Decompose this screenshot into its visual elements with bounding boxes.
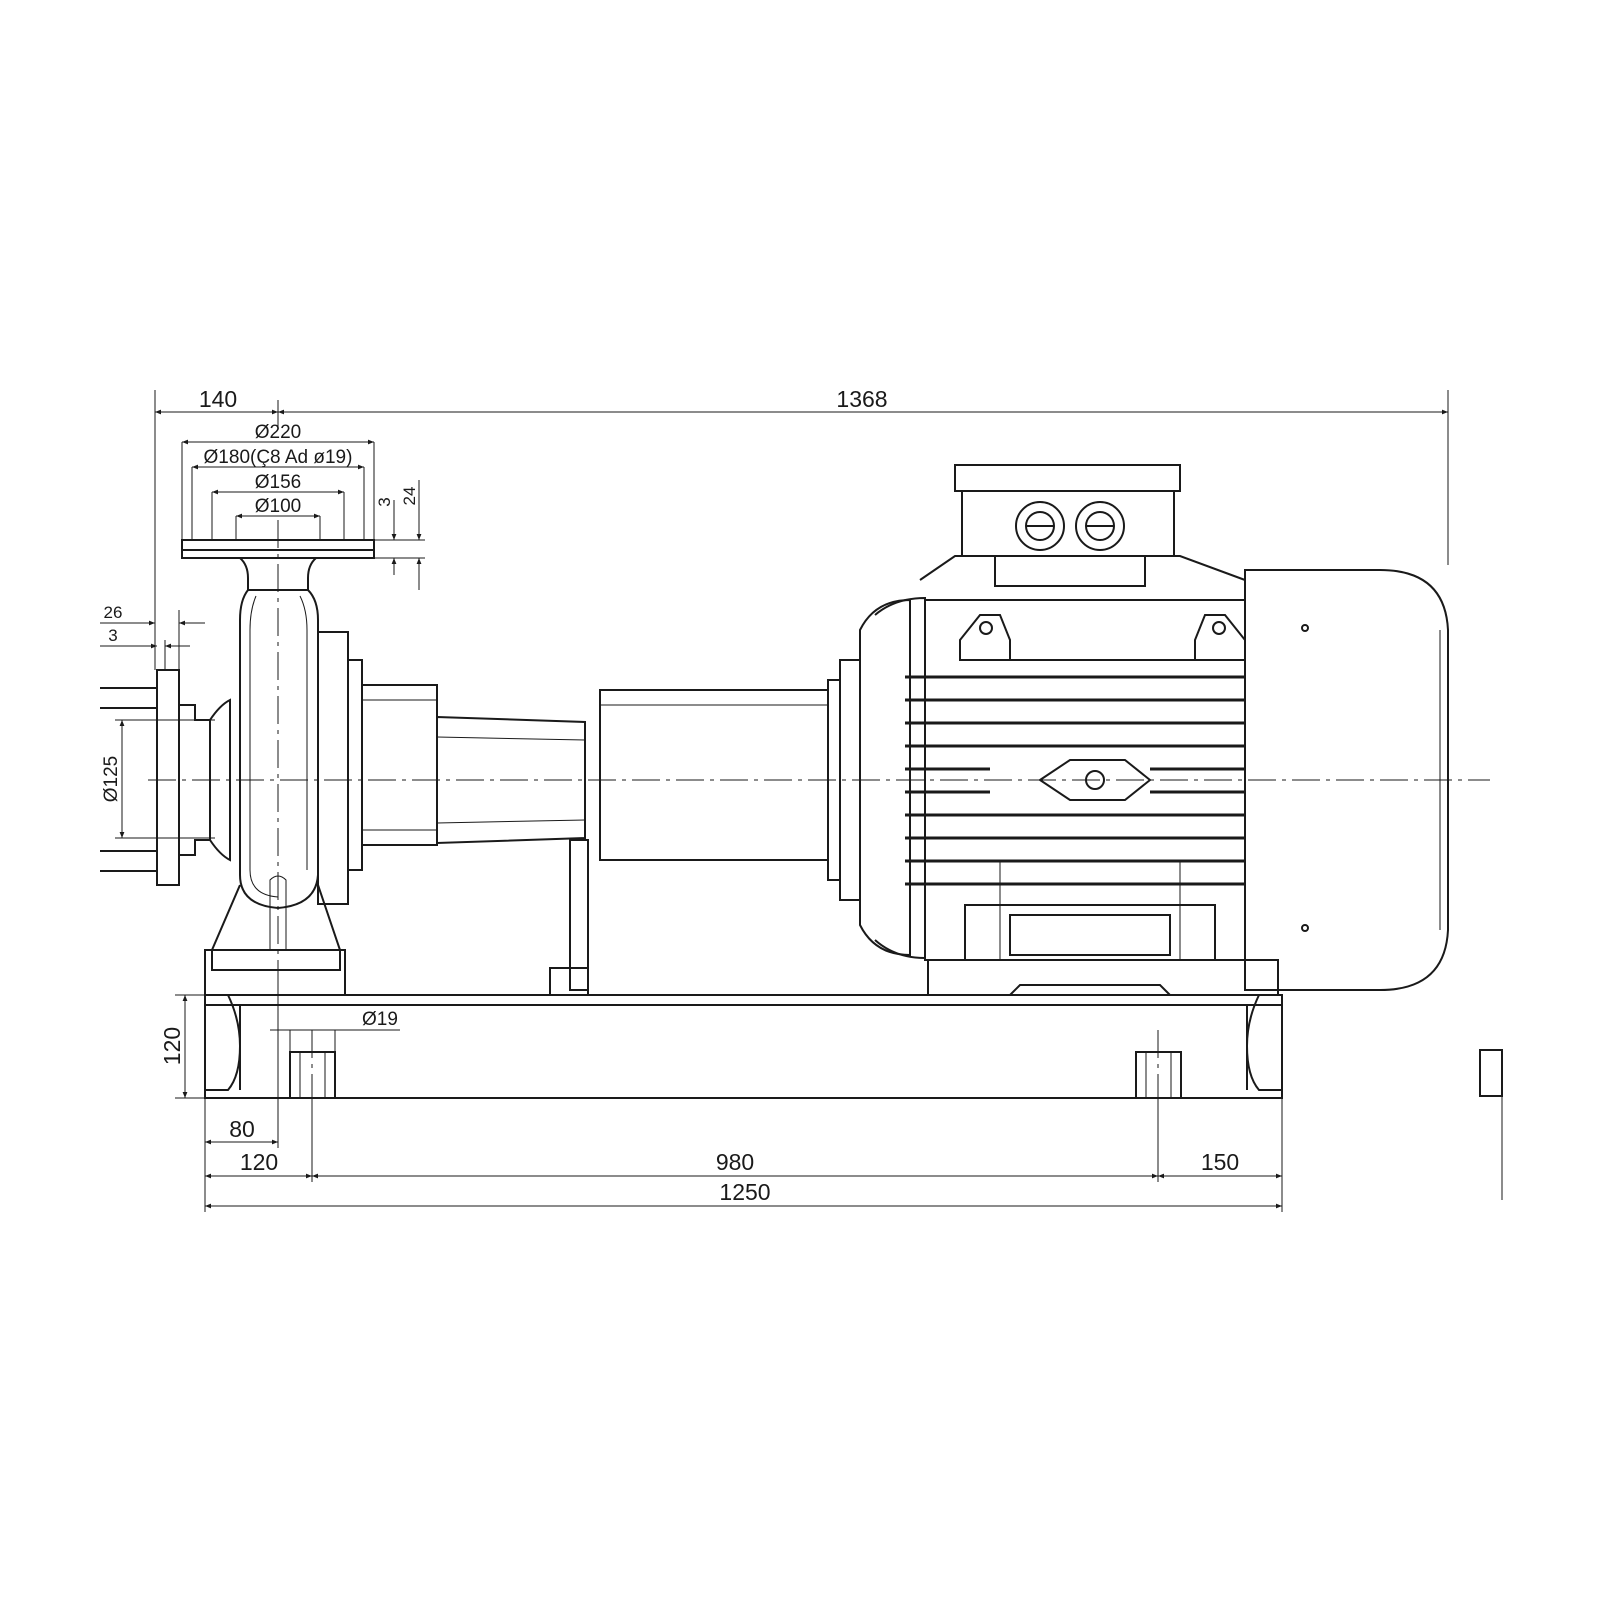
dimension-labels: 140 1368 Ø220 Ø180(Ç8 Ad ø19) Ø156 Ø100 …: [101, 386, 1239, 1205]
dim-1250: 1250: [719, 1179, 770, 1205]
dim-3-inlet: 3: [108, 626, 117, 645]
motor: [859, 464, 1449, 996]
pump-volute: [100, 539, 589, 996]
center-lines: [148, 520, 1490, 960]
dimension-lines: [100, 390, 1449, 1212]
dim-d156: Ø156: [255, 472, 301, 493]
dim-120-height: 120: [159, 1027, 185, 1065]
dim-3-flange: 3: [375, 497, 394, 506]
dim-d180: Ø180(Ç8 Ad ø19): [204, 447, 353, 468]
dim-120-base: 120: [240, 1149, 278, 1175]
side-view-stub: [1479, 1049, 1503, 1200]
dim-24-flange: 24: [400, 487, 419, 506]
dim-140: 140: [199, 386, 237, 412]
dim-d100: Ø100: [255, 496, 301, 517]
dim-d125: Ø125: [101, 756, 122, 802]
dim-d19: Ø19: [362, 1009, 398, 1030]
dim-150: 150: [1201, 1149, 1239, 1175]
dim-980: 980: [716, 1149, 754, 1175]
dim-1368: 1368: [836, 386, 887, 412]
dim-80: 80: [229, 1116, 255, 1142]
dim-d220: Ø220: [255, 422, 301, 443]
cooling-fins: [905, 675, 1245, 886]
dim-26: 26: [104, 603, 123, 622]
